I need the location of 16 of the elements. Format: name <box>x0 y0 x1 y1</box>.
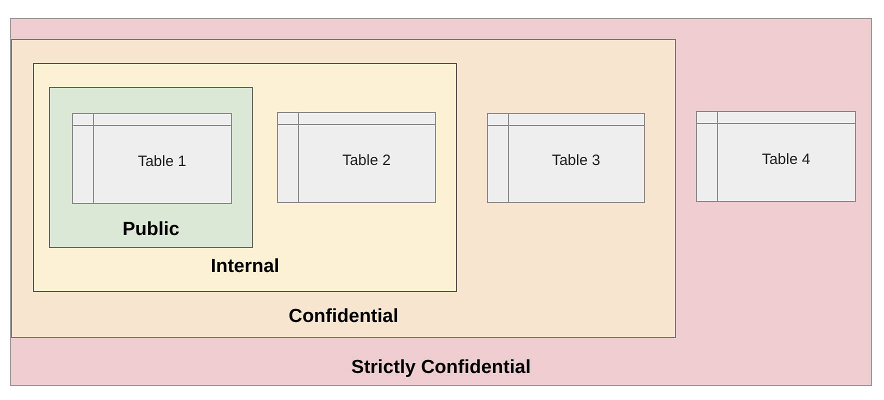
zone-panel <box>11 39 676 338</box>
table-name: Table 3 <box>550 152 602 170</box>
table-card <box>487 113 645 203</box>
zone-title: Strictly Confidential <box>350 357 532 379</box>
table-card <box>72 113 232 204</box>
table-name: Table 1 <box>136 152 188 170</box>
zone-title: Confidential <box>288 306 400 328</box>
zone-panel <box>10 18 872 386</box>
table-card <box>277 112 436 203</box>
zone-panel <box>49 87 253 248</box>
zone-title: Public <box>121 219 180 241</box>
table-name: Table 4 <box>760 150 812 168</box>
table-name: Table 2 <box>341 152 392 169</box>
zone-title: Internal <box>210 256 280 278</box>
zone-panel <box>33 63 457 292</box>
table-card <box>696 111 856 202</box>
